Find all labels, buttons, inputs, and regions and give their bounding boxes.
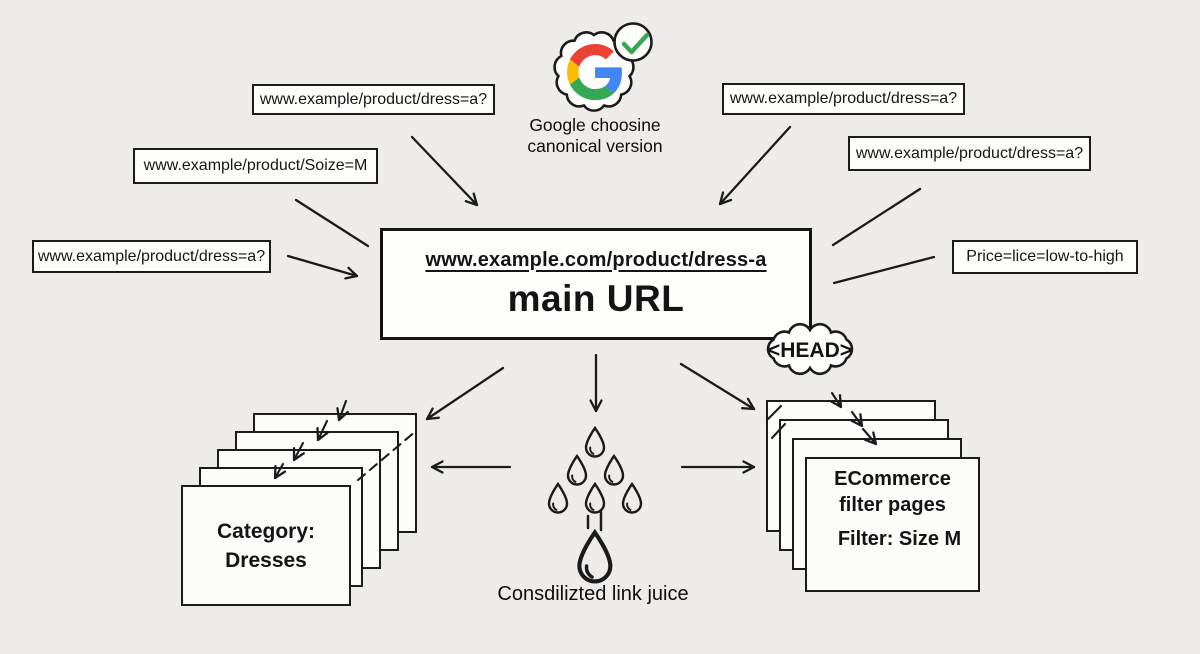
url-box-top-left: www.example/product/dress=a? — [252, 84, 495, 115]
url-box-mid-right: www.example/product/dress=a? — [848, 136, 1091, 171]
google-caption: Google choosine canonical version — [469, 115, 721, 157]
cloud-icon — [553, 31, 635, 112]
line-price-to-main — [832, 255, 936, 285]
arrow-main-to-ecommerce — [679, 362, 756, 411]
google-caption-line2: canonical version — [527, 136, 663, 156]
ecommerce-label-line2: filter pages — [839, 494, 946, 516]
ecommerce-label-line1: ECommerce — [834, 468, 951, 490]
arrow-topleft-to-main — [410, 135, 479, 207]
check-badge — [613, 22, 653, 62]
head-tag-label: <HEAD> — [768, 339, 852, 362]
big-drop-icon — [579, 532, 610, 581]
url-box-top-right: www.example/product/dress=a? — [722, 83, 965, 115]
line-midleft-to-main — [294, 198, 370, 248]
url-box-left: www.example/product/dress=a? — [32, 240, 271, 273]
ecommerce-filter-label: Filter: Size M — [837, 528, 962, 550]
main-url-label: main URL — [507, 277, 685, 319]
link-juice-drops-icon — [547, 426, 643, 581]
google-cloud — [553, 22, 653, 112]
line-midright-to-main — [831, 187, 922, 247]
category-label-line2: Dresses — [225, 548, 307, 572]
link-juice-caption: Consdilizted link juice — [497, 583, 689, 605]
url-box-price: Price=lice=low-to-high — [952, 240, 1138, 274]
google-caption-line1: Google choosine — [529, 115, 661, 135]
category-front-page: Category: Dresses — [181, 485, 351, 606]
category-label-line1: Category: — [216, 519, 316, 543]
check-icon — [621, 32, 650, 55]
google-g-icon — [567, 44, 622, 101]
main-url-box: www.example.com/product/dress-a main URL — [380, 228, 812, 340]
url-box-mid-left: www.example/product/Soize=M — [133, 148, 378, 184]
arrow-left-to-main — [286, 254, 359, 280]
ecommerce-front-page: ECommerce filter pages Filter: Size M — [805, 457, 980, 592]
main-url-text: www.example.com/product/dress-a — [425, 248, 767, 271]
arrow-topright-to-main — [718, 125, 792, 206]
arrow-main-to-category — [425, 366, 505, 421]
